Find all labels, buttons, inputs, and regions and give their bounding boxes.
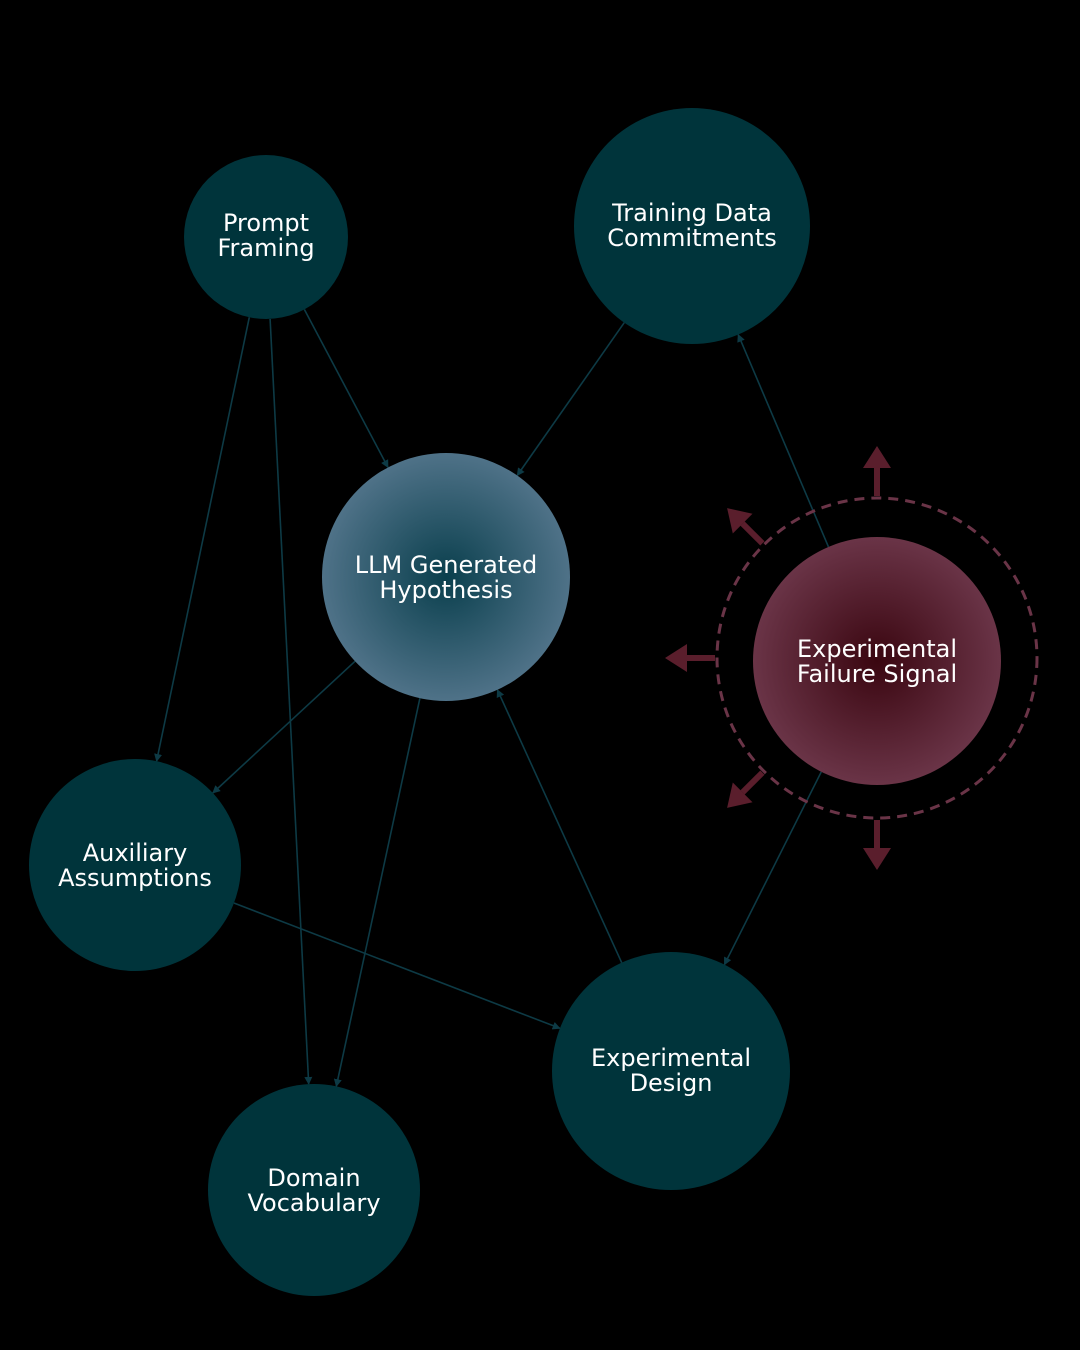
failure-dashed-ring [715,496,1039,820]
node-failure-signal-line-2: Failure Signal [797,660,957,688]
node-domain-vocabulary-line-2: Vocabulary [247,1189,380,1217]
edge-training_data-to-llm_hypothesis [516,322,625,477]
edge-failure_signal-to-training_data [737,333,830,548]
node-llm-hypothesis-circle [322,453,570,701]
node-experimental-failure-signal[interactable]: Experimental Failure Signal [753,537,1001,785]
edge-prompt_framing-to-llm_hypothesis [303,309,389,469]
burst-arrow-head-icon [727,508,753,534]
edge-auxiliary-to-experimental_design [233,902,561,1030]
node-llm-generated-hypothesis[interactable]: LLM Generated Hypothesis [322,453,570,701]
node-auxiliary-assumptions[interactable]: Auxiliary Assumptions [29,759,241,971]
node-experimental-design[interactable]: Experimental Design [552,952,790,1190]
burst-arrow-head-icon [863,848,891,870]
node-auxiliary-circle [29,759,241,971]
burst-arrow-shaft [740,521,765,546]
node-training-data-line-1: Training Data [611,199,772,227]
node-domain-vocabulary[interactable]: Domain Vocabulary [208,1084,420,1296]
edge-experimental_design-to-llm_hypothesis [496,689,623,964]
node-failure-signal-circle [753,537,1001,785]
burst-arrow-head-icon [727,782,753,808]
node-experimental-design-line-2: Design [630,1069,713,1097]
edge-llm_hypothesis-to-auxiliary [212,660,356,794]
node-prompt-framing-line-2: Framing [217,234,314,262]
edge-failure_signal-to-experimental_design [723,771,823,966]
edge-llm_hypothesis-to-domain_vocab [333,698,421,1088]
edge-prompt_framing-to-auxiliary [154,317,251,762]
node-experimental-design-circle [552,952,790,1190]
node-auxiliary-line-1: Auxiliary [83,839,188,867]
node-llm-hypothesis-line-2: Hypothesis [379,576,512,604]
node-auxiliary-line-2: Assumptions [58,864,212,892]
node-failure-signal-line-1: Experimental [797,635,957,663]
node-prompt-framing-circle [184,155,348,319]
burst-arrows [665,446,891,870]
failure-signal-ring [665,446,1039,870]
node-experimental-design-line-1: Experimental [591,1044,751,1072]
node-prompt-framing[interactable]: Prompt Framing [184,155,348,319]
node-domain-vocabulary-line-1: Domain [267,1164,360,1192]
node-prompt-framing-line-1: Prompt [223,209,309,237]
node-training-data-commitments[interactable]: Training Data Commitments [574,108,810,344]
edges-layer [154,309,830,1088]
nodes-layer: Prompt Framing Training Data Commitments… [29,108,1001,1296]
node-llm-hypothesis-line-1: LLM Generated [355,551,537,579]
edge-prompt_framing-to-domain_vocab [269,318,313,1085]
burst-arrow-head-icon [863,446,891,468]
node-training-data-line-2: Commitments [607,224,777,252]
burst-arrow-head-icon [665,644,687,672]
node-training-data-circle [574,108,810,344]
node-domain-vocabulary-circle [208,1084,420,1296]
burst-arrow-shaft [740,770,765,795]
